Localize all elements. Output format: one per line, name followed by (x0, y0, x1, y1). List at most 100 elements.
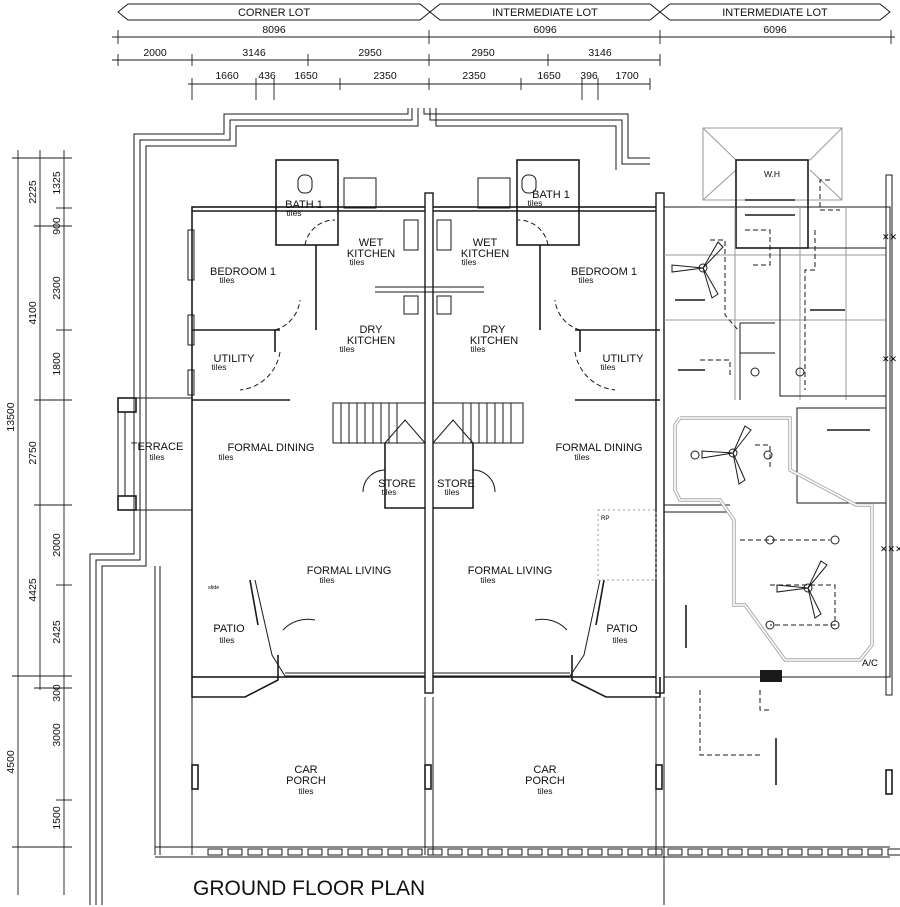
room-dining-left-finish: tiles (218, 452, 233, 462)
house-walls (117, 159, 893, 905)
room-living-right: FORMAL LIVING (468, 565, 553, 577)
fence-panel (887, 848, 900, 856)
dim-left-2750: 2750 (27, 441, 39, 465)
doors (239, 219, 616, 631)
room-utility-right-finish: tiles (600, 362, 615, 372)
room-dining-right-finish: tiles (574, 452, 589, 462)
room-patio-right: PATIO (606, 623, 638, 635)
room-porch-right-1: CAR (533, 764, 556, 776)
room-dry-kitchen-right-1: DRY (482, 324, 506, 336)
water-heater-label: W.H (764, 169, 780, 179)
fence-panel (387, 848, 403, 856)
fence-panel (267, 848, 283, 856)
fence-panel (527, 848, 543, 856)
room-dry-kitchen-right-2: KITCHEN (470, 335, 518, 347)
room-labels: BATH 1 tiles BATH 1 tiles WET KITCHEN ti… (131, 189, 644, 796)
room-utility-right: UTILITY (603, 353, 645, 365)
fence-panel (587, 848, 603, 856)
fence-panel (327, 848, 343, 856)
dim-r2-6: 1650 (537, 70, 561, 82)
room-patio-left: PATIO (213, 623, 245, 635)
dim-r2-4: 2350 (373, 70, 397, 82)
room-wet-kitchen-right-2: KITCHEN (461, 248, 509, 260)
room-terrace: TERRACE (131, 441, 184, 453)
room-dry-kitchen-left-2: KITCHEN (347, 335, 395, 347)
dim-left-1800: 1800 (51, 352, 63, 376)
fence-panel (867, 848, 883, 856)
dim-left-13500: 13500 (5, 402, 17, 431)
dim-r2-7: 396 (580, 70, 598, 82)
dim-lot-inter-2: 6096 (763, 24, 787, 36)
svg-text:✕✕: ✕✕ (882, 355, 897, 365)
room-wet-kitchen-right-1: WET (473, 237, 498, 249)
room-store-left-finish: tiles (381, 487, 396, 497)
room-porch-left-2: PORCH (286, 775, 326, 787)
room-bedroom-left: BEDROOM 1 (210, 266, 276, 278)
fence-panel (487, 848, 503, 856)
dim-r1-1: 2000 (143, 47, 167, 59)
fence-panel (307, 848, 323, 856)
fence-panel (547, 848, 563, 856)
room-wet-kitchen-left-2: KITCHEN (347, 248, 395, 260)
lot-label-corner: CORNER LOT (238, 7, 310, 19)
left-dimensions: 13500 4500 2225 4100 2750 4425 300 1325 … (5, 150, 72, 895)
dim-r2-1: 1660 (215, 70, 239, 82)
fence-panel (647, 848, 663, 856)
dim-left-4425: 4425 (27, 578, 39, 602)
room-patio-left-finish: tiles (219, 635, 234, 645)
fence-panel (467, 848, 483, 856)
ceiling-fan-icon (701, 425, 752, 485)
dim-left-2000: 2000 (51, 533, 63, 557)
fence-panel (827, 848, 843, 856)
fence-panel (667, 848, 683, 856)
fence-panel (847, 848, 863, 856)
dim-left-4500: 4500 (5, 750, 17, 774)
fence-panel (607, 848, 623, 856)
dim-r2-8: 1700 (615, 70, 639, 82)
dim-r1-2: 3146 (242, 47, 266, 59)
fence-panel (787, 848, 803, 856)
room-bath-right: BATH 1 (532, 189, 570, 201)
site-boundary (89, 108, 650, 905)
room-bedroom-right: BEDROOM 1 (571, 266, 637, 278)
room-bedroom-left-finish: tiles (219, 275, 234, 285)
room-wet-kitchen-left-1: WET (359, 237, 384, 249)
fence-panel (747, 848, 763, 856)
room-bath-right-finish: tiles (527, 198, 542, 208)
dim-left-1325: 1325 (51, 171, 63, 195)
top-dimensions: 8096 6096 6096 2000 3146 2950 2950 3146 … (112, 24, 895, 100)
aircon-label: A/C (862, 658, 878, 669)
fence-panel (367, 848, 383, 856)
room-bedroom-right-finish: tiles (578, 275, 593, 285)
intermediate-lot-services: ✕✕ ✕✕ ✕✕✕ A/C W.H slide RP (208, 127, 900, 785)
room-store-right: STORE (437, 478, 475, 490)
dim-left-2300: 2300 (51, 276, 63, 300)
room-dining-right: FORMAL DINING (556, 442, 643, 454)
fence-panel (627, 848, 643, 856)
dim-r2-2: 436 (258, 70, 276, 82)
room-utility-left-finish: tiles (211, 362, 226, 372)
dim-left-2225: 2225 (27, 180, 39, 204)
room-dry-kitchen-left-finish: tiles (339, 344, 354, 354)
lot-label-intermediate-2: INTERMEDIATE LOT (722, 7, 828, 19)
dim-r1-4: 2950 (471, 47, 495, 59)
dim-left-900: 900 (51, 217, 63, 235)
lot-label-intermediate-1: INTERMEDIATE LOT (492, 7, 598, 19)
dim-left-3000: 3000 (51, 723, 63, 747)
fence-panel (567, 848, 583, 856)
room-porch-left-1: CAR (294, 764, 317, 776)
fixtures (297, 174, 537, 315)
ceiling-fan-icon (671, 241, 724, 299)
room-wet-kitchen-left-finish: tiles (349, 257, 364, 267)
fence-panel (807, 848, 823, 856)
drawing-title: GROUND FLOOR PLAN (193, 877, 425, 900)
dim-left-1500: 1500 (51, 806, 63, 830)
front-fence (155, 846, 900, 858)
svg-text:✕✕✕: ✕✕✕ (880, 545, 900, 555)
dim-r2-3: 1650 (294, 70, 318, 82)
svg-text:✕✕: ✕✕ (882, 233, 897, 243)
dim-left-4100: 4100 (27, 301, 39, 325)
room-porch-right-2: PORCH (525, 775, 565, 787)
fence-panel (507, 848, 523, 856)
